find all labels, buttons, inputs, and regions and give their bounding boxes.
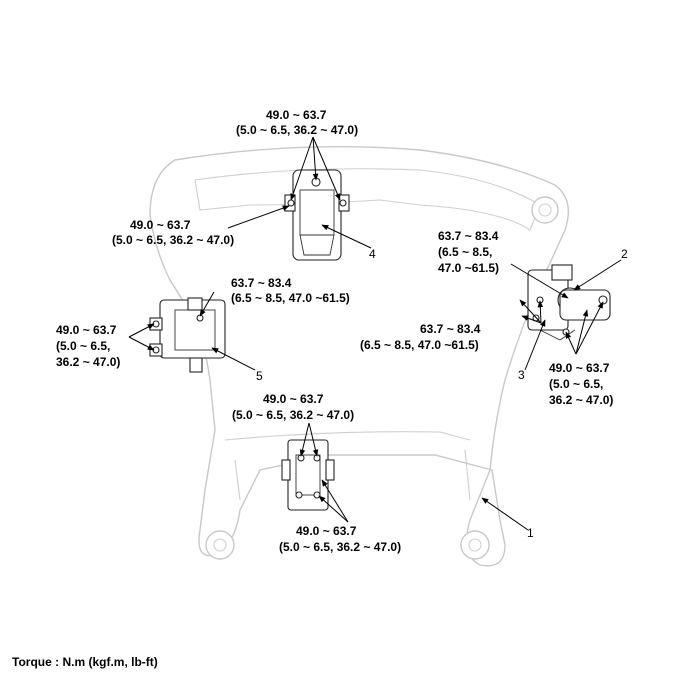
torque-value: 63.7 ~ 83.4 xyxy=(438,229,499,243)
torque-value: 49.0 ~ 63.7 xyxy=(549,361,610,375)
torque-conversion: (6.5 ~ 8.5, xyxy=(438,245,492,259)
torque-label-bottom-mount-bottom: 49.0 ~ 63.7 (5.0 ~ 6.5, 36.2 ~ 47.0) xyxy=(279,524,401,554)
torque-conversion: (5.0 ~ 6.5, 36.2 ~ 47.0) xyxy=(232,408,354,422)
torque-conversion: (5.0 ~ 6.5, 36.2 ~ 47.0) xyxy=(236,123,358,137)
torque-conversion: 36.2 ~ 47.0) xyxy=(56,355,120,369)
torque-value: 49.0 ~ 63.7 xyxy=(56,323,117,337)
torque-conversion: (6.5 ~ 8.5, 47.0 ~61.5) xyxy=(360,338,479,352)
torque-conversion: (5.0 ~ 6.5, xyxy=(549,377,603,391)
mount-bracket-4 xyxy=(284,169,350,261)
torque-conversion: 36.2 ~ 47.0) xyxy=(549,393,613,407)
torque-conversion: (6.5 ~ 8.5, 47.0 ~61.5) xyxy=(231,291,350,305)
torque-unit-note: Torque : N.m (kgf.m, lb-ft) xyxy=(12,655,158,669)
torque-conversion: (5.0 ~ 6.5, 36.2 ~ 47.0) xyxy=(279,540,401,554)
torque-value: 63.7 ~ 83.4 xyxy=(420,322,481,336)
torque-conversion: 47.0 ~61.5) xyxy=(438,261,499,275)
torque-label-bottom-mount-top: 49.0 ~ 63.7 (5.0 ~ 6.5, 36.2 ~ 47.0) xyxy=(232,392,354,422)
torque-label-top-mount-top: 49.0 ~ 63.7 (5.0 ~ 6.5, 36.2 ~ 47.0) xyxy=(236,108,358,137)
torque-label-left-mount-top: 63.7 ~ 83.4 (6.5 ~ 8.5, 47.0 ~61.5) xyxy=(231,276,350,305)
torque-value: 49.0 ~ 63.7 xyxy=(296,524,357,538)
subframe xyxy=(149,145,569,567)
callout-2: 2 xyxy=(621,247,628,261)
callout-3: 3 xyxy=(518,368,525,382)
leader-lines xyxy=(128,136,622,531)
callout-5: 5 xyxy=(256,369,263,383)
torque-label-top-mount-left: 49.0 ~ 63.7 (5.0 ~ 6.5, 36.2 ~ 47.0) xyxy=(112,218,234,247)
mount-bracket-bottom xyxy=(281,439,335,511)
torque-value: 49.0 ~ 63.7 xyxy=(130,218,191,232)
callout-1: 1 xyxy=(527,526,534,540)
torque-label-right-mount-upper: 63.7 ~ 83.4 (6.5 ~ 8.5, 47.0 ~61.5) xyxy=(438,229,499,275)
torque-label-right-mount-lower: 49.0 ~ 63.7 (5.0 ~ 6.5, 36.2 ~ 47.0) xyxy=(549,361,613,407)
torque-value: 49.0 ~ 63.7 xyxy=(263,392,324,406)
torque-value: 63.7 ~ 83.4 xyxy=(231,276,292,290)
torque-label-left-mount-side: 49.0 ~ 63.7 (5.0 ~ 6.5, 36.2 ~ 47.0) xyxy=(56,323,120,369)
torque-conversion: (5.0 ~ 6.5, 36.2 ~ 47.0) xyxy=(112,233,234,247)
torque-value: 49.0 ~ 63.7 xyxy=(266,108,327,122)
torque-conversion: (5.0 ~ 6.5, xyxy=(56,339,110,353)
callout-4: 4 xyxy=(369,247,376,261)
torque-label-right-mount-center: 63.7 ~ 83.4 (6.5 ~ 8.5, 47.0 ~61.5) xyxy=(360,322,481,352)
